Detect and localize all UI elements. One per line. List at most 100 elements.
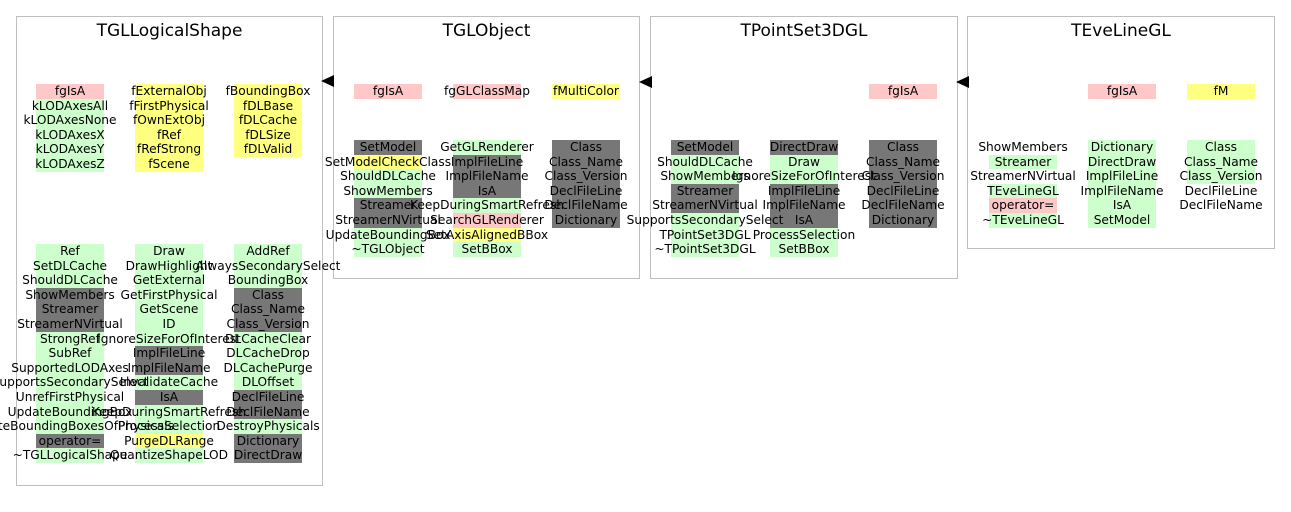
- member-item: fScene: [135, 156, 203, 172]
- member-label: Class: [886, 140, 920, 154]
- member-highlight: [135, 448, 203, 463]
- member-label: KeepDuringSmartRefresh: [410, 198, 564, 213]
- member-highlight: [135, 346, 203, 361]
- member-highlight: [1088, 154, 1156, 170]
- member-highlight: [770, 227, 838, 243]
- member-item: KeepDuringSmartRefresh: [410, 198, 564, 213]
- member-highlight: [36, 113, 104, 128]
- member-item: ProcessSelection: [118, 419, 220, 434]
- member-highlight: [354, 198, 422, 213]
- member-item: DrawHighlight: [126, 258, 212, 274]
- member-label: UnrefFirstPhysical: [15, 389, 125, 404]
- member-highlight: [1187, 169, 1255, 184]
- member-item: Ref: [36, 244, 104, 259]
- member-highlight: [552, 183, 620, 199]
- member-item: IsA: [453, 183, 521, 199]
- member-item: fFirstPhysical: [129, 98, 209, 114]
- member-item: IsA: [1088, 198, 1156, 213]
- member-item: Class_Version: [545, 169, 628, 184]
- member-item: fgIsA: [354, 84, 422, 99]
- member-highlight: [1088, 84, 1156, 99]
- member-highlight: [453, 169, 521, 184]
- member-item: UnrefFirstPhysical: [16, 389, 124, 405]
- member-item: ShowMembers: [978, 140, 1067, 155]
- member-item: kLODAxesZ: [35, 156, 105, 172]
- member-highlight: [36, 273, 104, 288]
- member-item: fRef: [135, 127, 203, 143]
- member-label: QuantizeShapeLOD: [109, 448, 229, 463]
- member-label: ImplFileLine: [1085, 169, 1159, 184]
- member-item: Class_Name: [549, 154, 623, 170]
- member-label: InvalidateCache: [119, 375, 219, 390]
- member-item: SetModelCheckClass: [325, 154, 451, 170]
- member-item: ImplFileLine: [1085, 169, 1159, 184]
- member-highlight: [135, 273, 203, 288]
- member-highlight: [453, 140, 521, 155]
- member-highlight: [989, 198, 1057, 213]
- member-label: SetBBox: [778, 242, 830, 257]
- member-label: fOwnExtObj: [133, 113, 205, 128]
- member-item: ImplFileName: [128, 360, 210, 376]
- member-label: DrawHighlight: [125, 258, 213, 273]
- member-item: SetModel: [671, 140, 739, 155]
- member-highlight: [36, 346, 104, 361]
- member-item: fDLCache: [234, 113, 302, 128]
- member-item: Streamer: [671, 183, 739, 199]
- member-item: ~TEveLineGL: [982, 212, 1064, 228]
- member-item: UpdateBoundingBox: [326, 227, 450, 243]
- member-highlight: [36, 360, 104, 376]
- member-item: KeepDuringSmartRefresh: [92, 404, 246, 420]
- member-label: kLODAxesNone: [23, 113, 117, 128]
- member-highlight: [671, 140, 739, 155]
- member-label: SetModelCheckClass: [324, 154, 452, 169]
- member-label: fExternalObj: [131, 84, 207, 98]
- member-column: fM: [1187, 84, 1255, 99]
- member-label: DLCacheDrop: [226, 346, 310, 361]
- member-highlight: [36, 331, 104, 347]
- member-label: ProcessSelection: [117, 419, 221, 434]
- member-item: IgnoreSizeForOfInterest: [732, 169, 876, 184]
- inheritance-arrow-icon: [956, 76, 969, 88]
- member-highlight: [135, 113, 203, 128]
- member-highlight: [36, 433, 104, 449]
- member-label: DeclFileName: [861, 198, 945, 213]
- member-highlight: [453, 198, 521, 213]
- member-label: ImplFileName: [762, 198, 846, 213]
- member-item: ~TGLLogicalShape: [13, 448, 127, 463]
- member-item: SupportedLODAxes: [11, 360, 129, 376]
- member-item: UpdateBoundingBoxesOfPhysicals: [0, 419, 174, 434]
- member-highlight: [234, 98, 302, 114]
- member-item: fDLSize: [234, 127, 302, 143]
- member-item: fM: [1187, 84, 1255, 99]
- member-label: ShowMembers: [25, 287, 115, 302]
- member-label: StreamerNVirtual: [335, 212, 441, 227]
- class-title: TPointSet3DGL: [740, 21, 868, 41]
- member-highlight: [234, 346, 302, 361]
- member-label: IgnoreSizeForOfInterest: [732, 169, 876, 184]
- member-highlight: [770, 198, 838, 213]
- member-item: SetAxisAlignedBBox: [426, 227, 548, 243]
- member-label: Dictionary: [1090, 140, 1154, 154]
- member-highlight: [671, 212, 739, 228]
- member-label: DestroyPhysicals: [216, 419, 320, 434]
- member-highlight: [234, 331, 302, 347]
- member-label: ShouldDLCache: [340, 169, 436, 184]
- member-highlight: [135, 419, 203, 434]
- member-highlight: [989, 183, 1057, 199]
- member-highlight: [1088, 183, 1156, 199]
- member-label: fDLBase: [242, 98, 294, 113]
- member-label: KeepDuringSmartRefresh: [92, 404, 246, 419]
- member-highlight: [453, 212, 521, 228]
- member-item: DeclFileName: [861, 198, 945, 213]
- member-highlight: [135, 404, 203, 420]
- member-highlight: [671, 227, 739, 243]
- member-highlight: [234, 375, 302, 390]
- member-item: StreamerNVirtual: [17, 316, 123, 332]
- member-highlight: [552, 140, 620, 155]
- member-label: fScene: [148, 156, 190, 171]
- member-highlight: [234, 302, 302, 317]
- member-label: Class_Version: [1179, 169, 1263, 184]
- member-highlight: [989, 154, 1057, 170]
